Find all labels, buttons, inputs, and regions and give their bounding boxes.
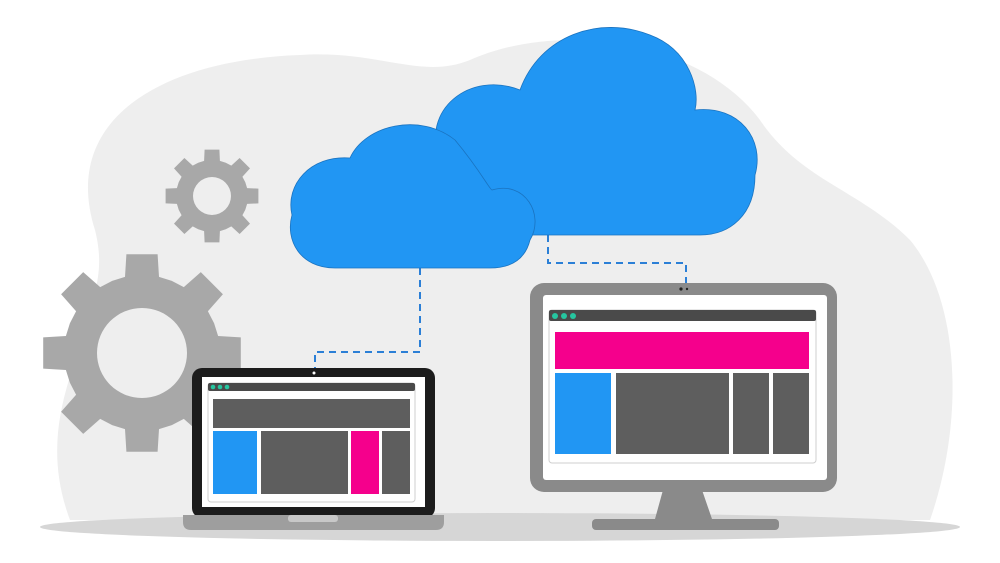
window-dot <box>552 313 558 319</box>
laptop-panel-gray <box>382 431 410 494</box>
desktop-monitor-icon <box>530 283 837 530</box>
window-dot <box>570 313 576 319</box>
monitor-panel-gray <box>733 373 769 454</box>
monitor-panel-gray <box>616 373 729 454</box>
ground-shadow <box>40 513 960 541</box>
cloud-icon-small <box>290 124 536 269</box>
laptop-panel-gray <box>261 431 348 494</box>
laptop-panel-pink <box>351 431 379 494</box>
window-dot <box>210 384 216 390</box>
connector-laptop <box>314 268 421 370</box>
laptop-panel-blue <box>213 431 257 494</box>
laptop-camera <box>312 371 316 375</box>
monitor-stand <box>655 490 712 519</box>
monitor-camera <box>685 287 689 291</box>
monitor-header-panel <box>555 332 809 369</box>
monitor-titlebar <box>549 310 816 321</box>
laptop-titlebar <box>208 383 415 391</box>
laptop-icon <box>183 368 444 530</box>
laptop-notch <box>288 515 338 522</box>
monitor-panel-gray <box>773 373 809 454</box>
gear-icon-large <box>43 254 241 452</box>
window-dot <box>217 384 223 390</box>
connector-monitor <box>547 235 687 283</box>
laptop-header-panel <box>213 399 410 428</box>
window-dot <box>561 313 567 319</box>
window-dot <box>224 384 230 390</box>
gear-icon-small <box>165 149 259 243</box>
laptop-base <box>183 515 444 530</box>
monitor-panel-blue <box>555 373 611 454</box>
monitor-base <box>592 519 779 530</box>
monitor-camera <box>679 287 683 291</box>
